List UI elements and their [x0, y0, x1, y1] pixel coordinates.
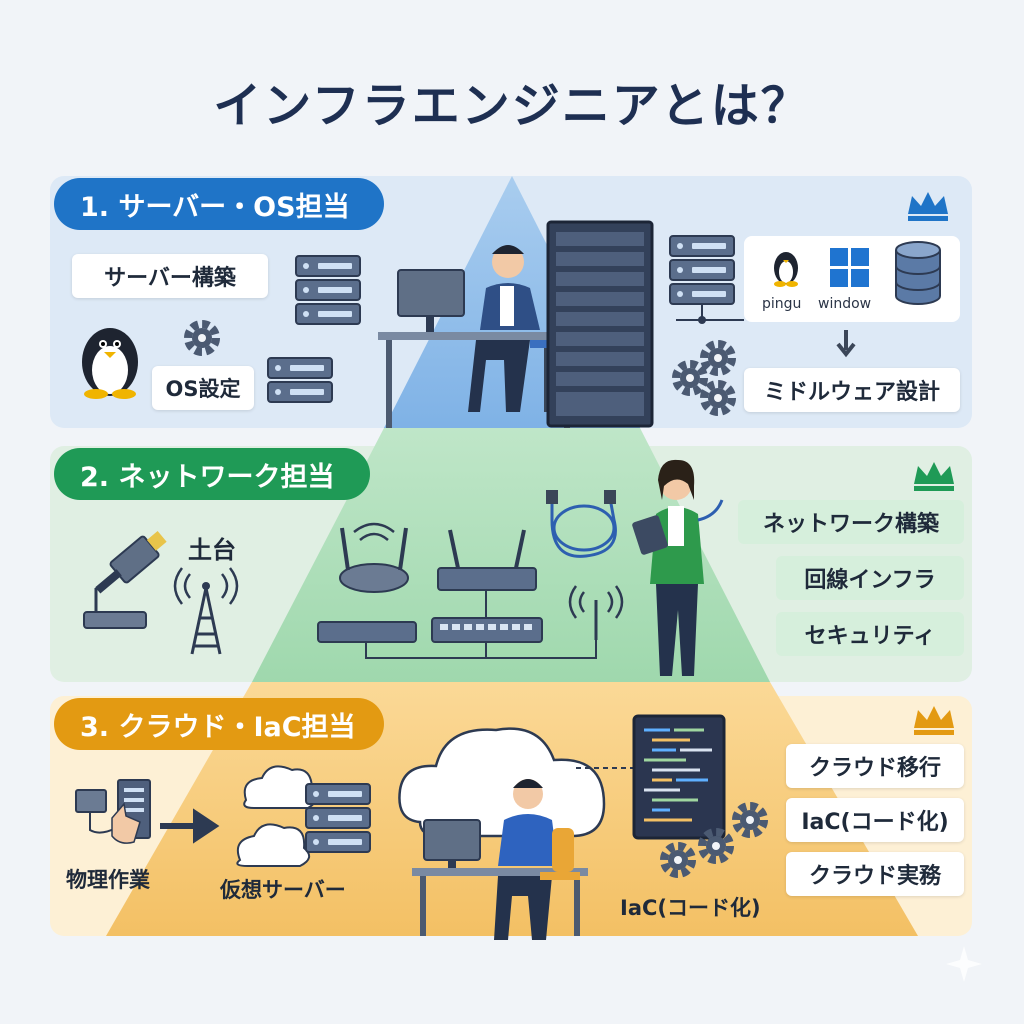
- section-3-banner: 3. クラウド・IaC担当: [54, 698, 384, 750]
- code-screen-icon: [632, 714, 726, 840]
- server-rack-icon: [546, 220, 654, 428]
- label-cloud-migration: クラウド移行: [786, 744, 964, 788]
- antenna-icon: [568, 585, 624, 640]
- arrow-down-icon: [836, 330, 856, 358]
- network-lines: [365, 590, 597, 659]
- linux-penguin-icon: [774, 252, 798, 287]
- person-with-tablet-icon: [632, 459, 724, 676]
- router-icon: [83, 588, 147, 629]
- label-window: window: [818, 296, 872, 312]
- label-os-settings: OS設定: [152, 366, 254, 410]
- label-iac-center: IaC(コード化): [620, 896, 761, 920]
- cloud-icon: [236, 765, 318, 867]
- label-foundation: 土台: [188, 536, 236, 564]
- label-physical-work: 物理作業: [66, 868, 150, 892]
- label-pingu: pingu: [762, 296, 802, 312]
- label-line-infra: 回線インフラ: [776, 556, 964, 600]
- server-icon: [295, 255, 361, 325]
- label-middleware-design: ミドルウェア設計: [744, 368, 960, 412]
- server-icon: [669, 235, 744, 324]
- database-icon: [895, 241, 941, 305]
- person-at-desk-icon: [378, 245, 578, 428]
- sparkle-icon: [946, 946, 982, 982]
- label-server-build: サーバー構築: [72, 254, 268, 298]
- router-icon: [339, 522, 409, 593]
- server-rack-icon: [75, 779, 151, 844]
- network-cable-icon: [95, 531, 167, 594]
- section-1-banner: 1. サーバー・OS担当: [54, 178, 384, 230]
- label-security: セキュリティ: [776, 612, 964, 656]
- windows-icon: [830, 248, 869, 287]
- section-2-banner: 2. ネットワーク担当: [54, 448, 370, 500]
- antenna-icon: [173, 567, 239, 655]
- linux-penguin-icon: [82, 328, 138, 399]
- server-icon: [305, 783, 371, 853]
- switch-icon: [317, 617, 543, 643]
- label-virtual-server: 仮想サーバー: [220, 878, 346, 902]
- label-network-build: ネットワーク構築: [738, 500, 964, 544]
- network-cable-icon: [546, 490, 617, 558]
- label-cloud-practice: クラウド実務: [786, 852, 964, 896]
- cloud-icon: [398, 727, 606, 838]
- label-iac-code: IaC(コード化): [786, 798, 964, 842]
- arrow-right-icon: [160, 808, 220, 844]
- person-at-desk-icon: [412, 779, 588, 940]
- page-title: インフラエンジニアとは？: [213, 78, 811, 134]
